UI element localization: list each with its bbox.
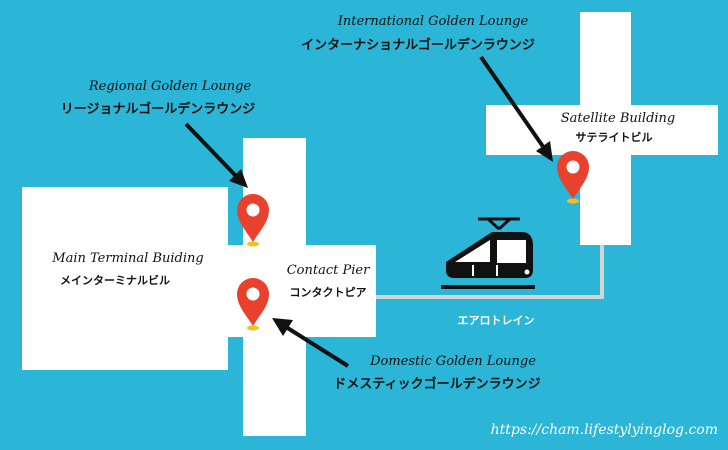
pin-regional-lounge bbox=[237, 194, 269, 247]
arrow-domestic-lounge bbox=[272, 318, 350, 368]
arrow-international-lounge bbox=[479, 55, 553, 162]
main-terminal-name-jp: メインターミナルビル bbox=[60, 274, 170, 287]
satellite-crossbar bbox=[486, 105, 718, 155]
pin-domestic-lounge bbox=[237, 278, 269, 331]
satellite-name-en: Satellite Building bbox=[560, 111, 676, 126]
domestic-lounge-name-jp: ドメスティックゴールデンラウンジ bbox=[333, 377, 541, 392]
regional-lounge-name-jp: リージョナルゴールデンラウンジ bbox=[60, 102, 256, 117]
satellite-name-jp: サテライトビル bbox=[575, 131, 653, 144]
pin-international-lounge bbox=[557, 151, 589, 204]
aerotrain-track bbox=[376, 245, 604, 299]
international-lounge-name-jp: インターナショナルゴールデンラウンジ bbox=[301, 38, 535, 53]
train-icon bbox=[441, 217, 535, 289]
watermark-url: https://cham.lifestylyinglog.com bbox=[490, 422, 718, 438]
main-terminal-name-en: Main Terminal Buiding bbox=[52, 251, 204, 266]
arrow-regional-lounge bbox=[184, 122, 248, 188]
contact-pier-name-jp: コンタクトピア bbox=[289, 286, 367, 299]
international-lounge-name-en: International Golden Lounge bbox=[337, 14, 529, 29]
main-terminal-building bbox=[22, 187, 228, 370]
regional-lounge-name-en: Regional Golden Lounge bbox=[88, 79, 252, 94]
aerotrain-label: エアロトレイン bbox=[457, 314, 535, 327]
contact-pier-name-en: Contact Pier bbox=[286, 263, 370, 278]
domestic-lounge-name-en: Domestic Golden Lounge bbox=[370, 354, 536, 369]
